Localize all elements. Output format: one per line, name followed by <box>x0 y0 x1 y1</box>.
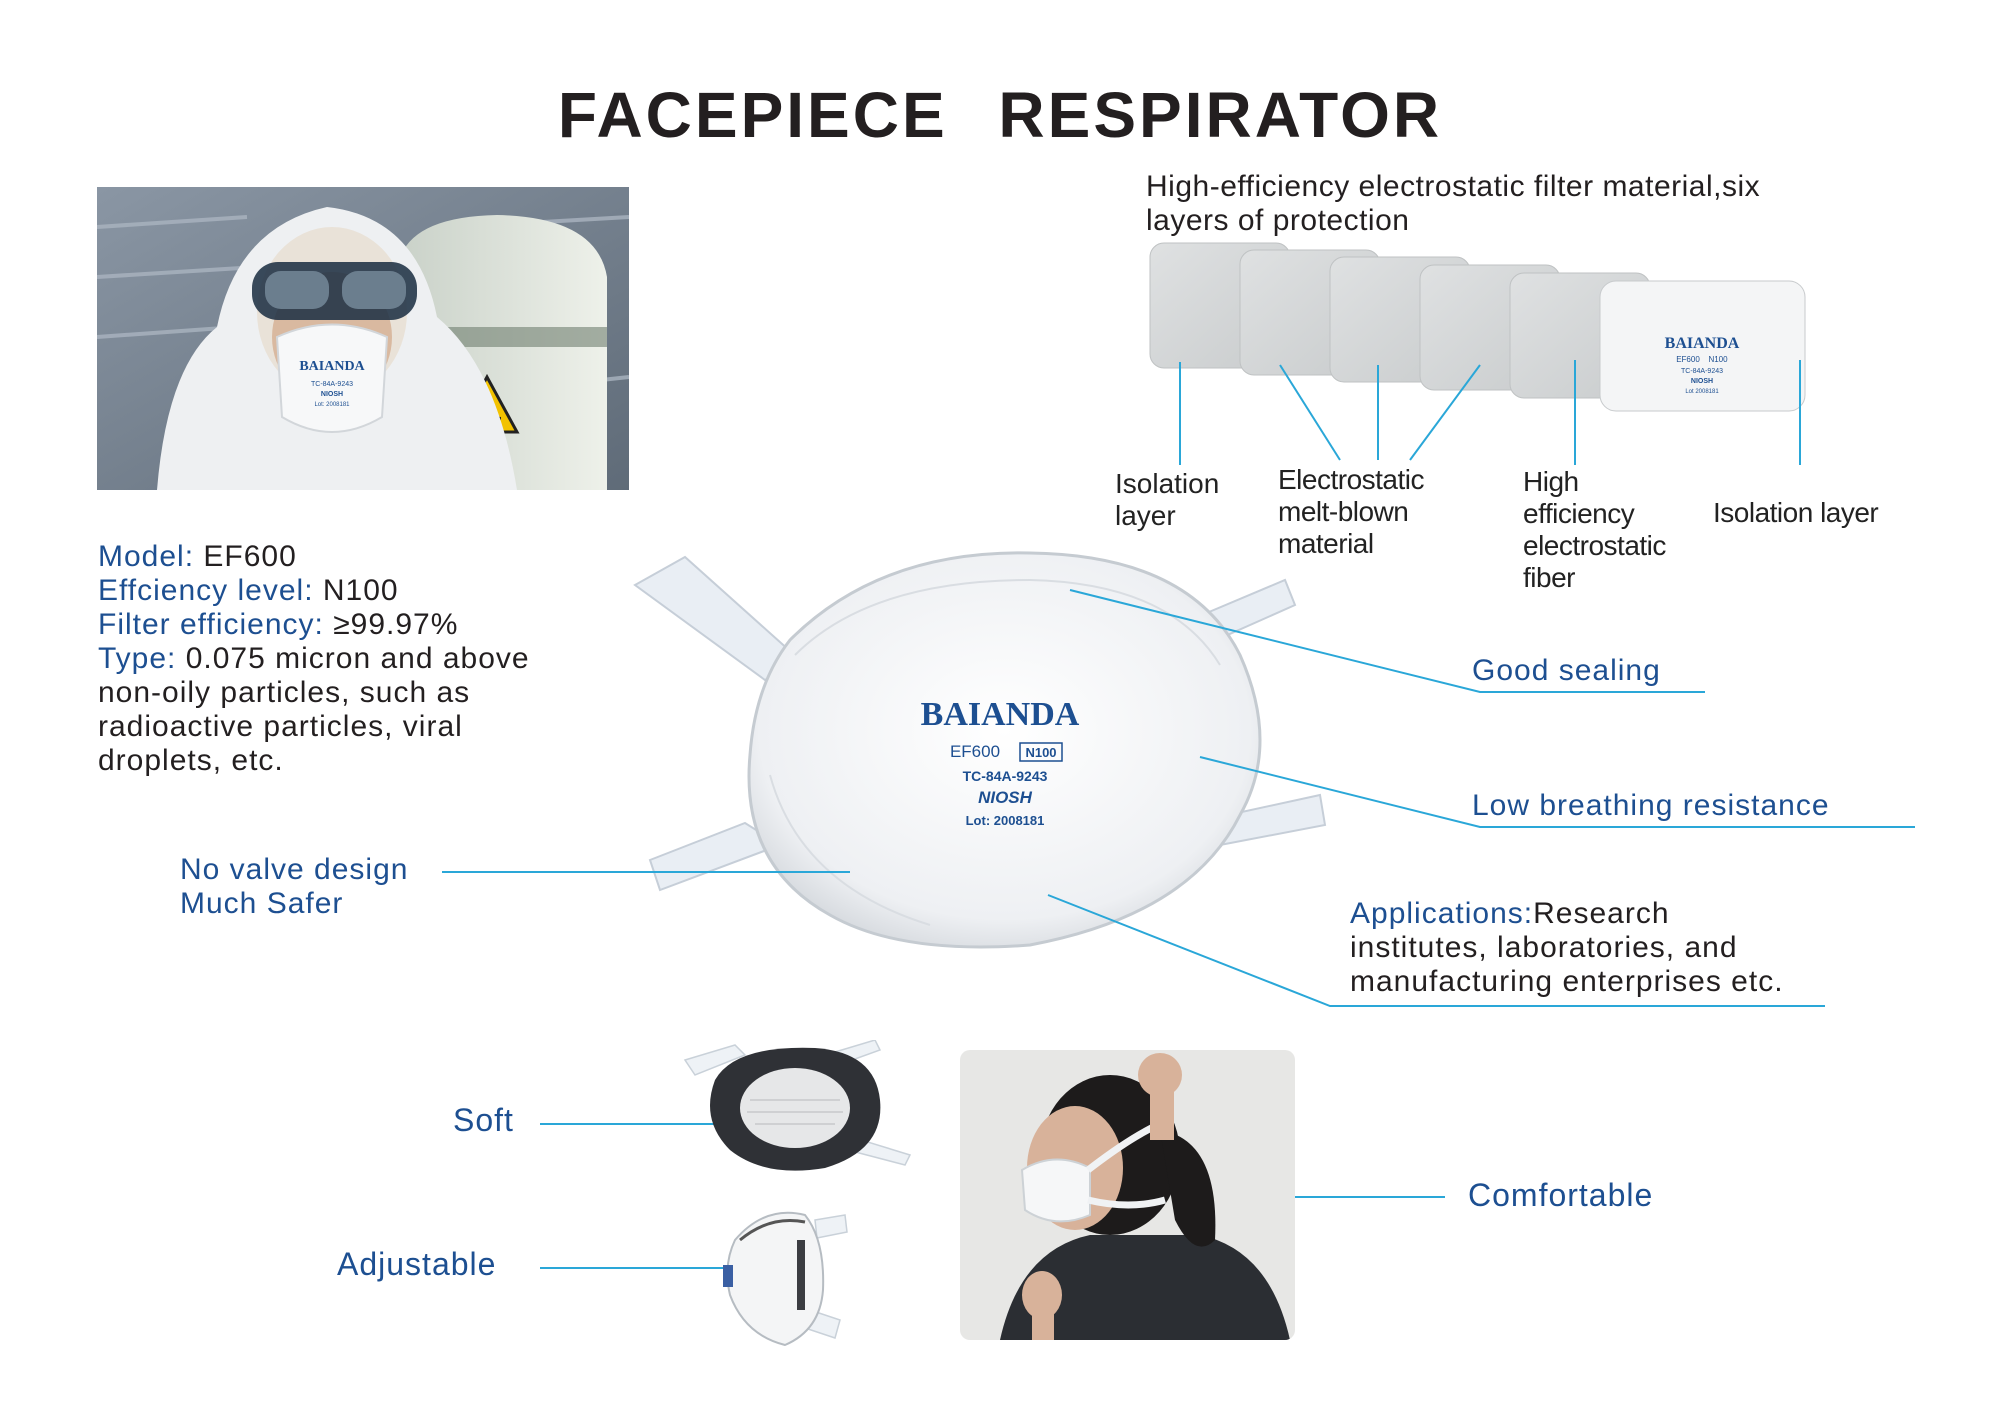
sheet-rating: N100 <box>1708 355 1728 364</box>
layer-label-high-efficiency-line4: fiber <box>1523 562 1575 593</box>
page-title: FACEPIECE RESPIRATOR <box>557 79 1443 151</box>
spec-model-value: EF600 <box>194 540 297 573</box>
spec-filter: Filter efficiency: ≥99.97% <box>98 608 578 642</box>
spec-filter-label: Filter efficiency: <box>98 608 324 641</box>
callout-adjustable: Adjustable <box>337 1246 497 1282</box>
spec-efficiency: Effciency level: N100 <box>98 574 578 608</box>
filter-sheet-6 <box>1599 280 1806 412</box>
spec-model-label: Model: <box>98 540 195 573</box>
leader-low-breathing <box>1199 756 1915 828</box>
mask-rating: N100 <box>1025 745 1056 760</box>
leader-electrostatic-a <box>1279 364 1341 461</box>
spec-efficiency-label: Effciency level: <box>98 574 314 607</box>
layer-label-isolation-line1: Isolation <box>1115 468 1220 499</box>
spec-type: Type: 0.075 micron and above non-oily pa… <box>98 642 578 778</box>
callout-no-valve-line1: No valve design <box>180 853 409 886</box>
layer-label-electrostatic: Electrostatic melt-blown material <box>1278 464 1425 560</box>
layer-label-electrostatic-line3: material <box>1278 528 1374 559</box>
applications-line3: manufacturing enterprises etc. <box>1350 965 1784 998</box>
mask-side-image <box>715 1200 855 1350</box>
callout-good-sealing: Good sealing <box>1472 654 1661 687</box>
layer-label-electrostatic-line1: Electrostatic <box>1278 464 1425 495</box>
photo-mask-lot: Lot: 2008181 <box>314 402 350 408</box>
callout-comfortable: Comfortable <box>1468 1177 1654 1213</box>
spec-type-value: 0.075 micron and above non-oily particle… <box>98 642 530 777</box>
layer-label-isolation-line2: layer <box>1115 500 1176 531</box>
photo-mask-brand: BAIANDA <box>299 359 365 374</box>
applications-line1: Research <box>1533 897 1670 930</box>
applications-label: Applications: <box>1350 897 1534 930</box>
spec-filter-value: ≥99.97% <box>323 608 459 641</box>
leader-good-sealing <box>1069 589 1705 693</box>
mask-niosh: NIOSH <box>978 788 1033 807</box>
filter-heading-line2: layers of protection <box>1146 204 1410 237</box>
mask-model: EF600 <box>950 742 1000 761</box>
layer-label-high-efficiency-line3: electrostatic <box>1523 530 1666 561</box>
photo-mask-tc: TC-84A-9243 <box>311 381 353 388</box>
mask-tc: TC-84A-9243 <box>963 768 1048 784</box>
layer-label-isolation-outer-line1: Isolation layer <box>1713 497 1879 528</box>
worker-photo: BAIANDA TC-84A-9243 NIOSH Lot: 2008181 <box>97 187 629 490</box>
layer-label-high-efficiency: High efficiency electrostatic fiber <box>1523 466 1666 594</box>
layer-label-isolation-outer: Isolation layer <box>1713 497 1879 529</box>
layer-label-isolation: Isolation layer <box>1115 468 1219 532</box>
sheet-niosh: NIOSH <box>1691 378 1713 385</box>
mask-lot: Lot: 2008181 <box>966 813 1045 828</box>
woman-wearing-mask-photo <box>960 1050 1295 1340</box>
sheet-model: EF600 <box>1676 355 1700 364</box>
applications-line2: institutes, laboratories, and <box>1350 931 1738 964</box>
mask-brand: BAIANDA <box>921 696 1080 733</box>
sheet-tc: TC-84A-9243 <box>1681 368 1723 375</box>
callout-low-breathing: Low breathing resistance <box>1472 789 1830 822</box>
main-mask-image: BAIANDA EF600 N100 TC-84A-9243 NIOSH Lot… <box>630 545 1350 965</box>
callout-no-valve: No valve design Much Safer <box>180 853 408 921</box>
leader-applications <box>1047 894 1825 1007</box>
leader-electrostatic-c <box>1409 364 1481 461</box>
photo-mask-niosh: NIOSH <box>321 391 343 398</box>
filter-heading-line1: High-efficiency electrostatic filter mat… <box>1146 170 1761 203</box>
callout-applications: Applications:Research institutes, labora… <box>1350 897 1784 999</box>
sheet-brand: BAIANDA <box>1665 335 1740 352</box>
spec-efficiency-value: N100 <box>313 574 399 607</box>
callout-no-valve-line2: Much Safer <box>180 887 344 920</box>
mask-inside-image <box>675 1040 915 1180</box>
layer-label-electrostatic-line2: melt-blown <box>1278 496 1409 527</box>
specs-block: Model: EF600 Effciency level: N100 Filte… <box>98 540 578 778</box>
filter-layers-diagram: BAIANDA EF600 N100 TC-84A-9243 NIOSH Lot… <box>1140 235 1840 465</box>
spec-model: Model: EF600 <box>98 540 578 574</box>
spec-type-label: Type: <box>98 642 177 675</box>
layer-label-high-efficiency-line2: efficiency <box>1523 498 1635 529</box>
layer-label-high-efficiency-line1: High <box>1523 466 1579 497</box>
filter-heading: High-efficiency electrostatic filter mat… <box>1146 170 1760 238</box>
sheet-lot: Lot 2008181 <box>1685 389 1719 395</box>
callout-soft: Soft <box>453 1102 514 1138</box>
